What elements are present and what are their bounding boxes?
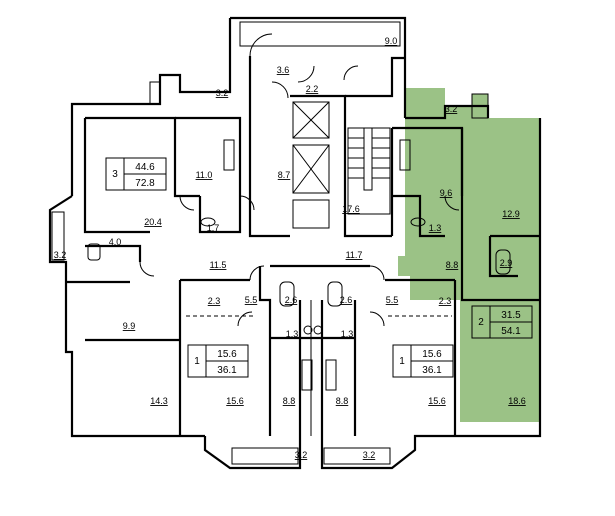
room-area: 15.6 <box>428 396 446 406</box>
room-area: 3.6 <box>277 65 290 75</box>
room-area: 1.3 <box>429 223 442 233</box>
apartment-2-highlight[interactable] <box>398 88 540 422</box>
room-area: 2.6 <box>340 295 353 305</box>
room-area: 5.5 <box>245 295 258 305</box>
apartment-total-area: 72.8 <box>135 178 155 189</box>
apartment-label-1-left[interactable]: 1 15.6 36.1 <box>187 344 249 378</box>
outer-walls <box>48 16 542 470</box>
staircase <box>347 127 391 215</box>
room-area-labels: 9.0 3.6 2.2 3.2 3.2 11.0 8.7 17.6 9.6 12… <box>54 36 526 460</box>
room-area: 9.9 <box>123 321 136 331</box>
room-area: 2.2 <box>306 84 319 94</box>
room-area: 11.5 <box>210 260 227 270</box>
room-area: 5.5 <box>386 295 399 305</box>
doors <box>139 33 460 327</box>
room-area: 3.2 <box>445 104 458 114</box>
room-area: 18.6 <box>508 396 526 406</box>
room-area: 14.3 <box>150 396 168 406</box>
room-area: 2.3 <box>208 296 221 306</box>
room-area: 8.8 <box>336 396 349 406</box>
apartment-total-area: 54.1 <box>501 326 521 337</box>
apartment-total-area: 36.1 <box>422 365 442 376</box>
apartment-living-area: 31.5 <box>501 310 521 321</box>
apartment-label-1-right[interactable]: 1 15.6 36.1 <box>392 344 454 378</box>
apartment-rooms: 3 <box>112 169 118 180</box>
apartment-rooms: 1 <box>194 356 200 367</box>
apartment-label-3[interactable]: 3 44.6 72.8 <box>105 157 167 191</box>
room-area: 9.0 <box>385 36 398 46</box>
room-area: 1.3 <box>286 329 299 339</box>
room-area: 20.4 <box>144 217 162 227</box>
apartment-total-area: 36.1 <box>217 365 237 376</box>
room-area: 1.7 <box>207 223 220 233</box>
apartment-living-area: 44.6 <box>135 162 155 173</box>
interior-walls <box>66 56 540 436</box>
room-area: 8.8 <box>446 260 459 270</box>
room-area: 3.2 <box>216 88 229 98</box>
room-area: 4.0 <box>109 237 122 247</box>
room-area: 12.9 <box>502 209 520 219</box>
room-area: 1.3 <box>341 329 354 339</box>
elevator-shafts <box>292 101 330 229</box>
apartment-rooms: 1 <box>399 356 405 367</box>
room-area: 17.6 <box>342 204 360 214</box>
room-area: 11.0 <box>196 170 213 180</box>
room-area: 9.6 <box>440 188 453 198</box>
room-area: 11.7 <box>346 250 363 260</box>
apartment-living-area: 15.6 <box>217 349 237 360</box>
room-area: 8.8 <box>283 396 296 406</box>
room-area: 8.7 <box>278 170 291 180</box>
apartment-rooms: 2 <box>478 317 484 328</box>
room-area: 2.9 <box>500 258 513 268</box>
apartment-living-area: 15.6 <box>422 349 442 360</box>
bathroom-fixtures <box>87 139 511 391</box>
room-area: 3.2 <box>54 250 67 260</box>
room-area: 3.2 <box>295 450 308 460</box>
room-area: 2.6 <box>285 295 298 305</box>
room-area: 15.6 <box>226 396 244 406</box>
apartment-label-2[interactable]: 2 31.5 54.1 <box>471 305 533 339</box>
apartment-2-fill <box>398 88 540 422</box>
room-area: 3.2 <box>363 450 376 460</box>
room-area: 2.3 <box>439 296 452 306</box>
